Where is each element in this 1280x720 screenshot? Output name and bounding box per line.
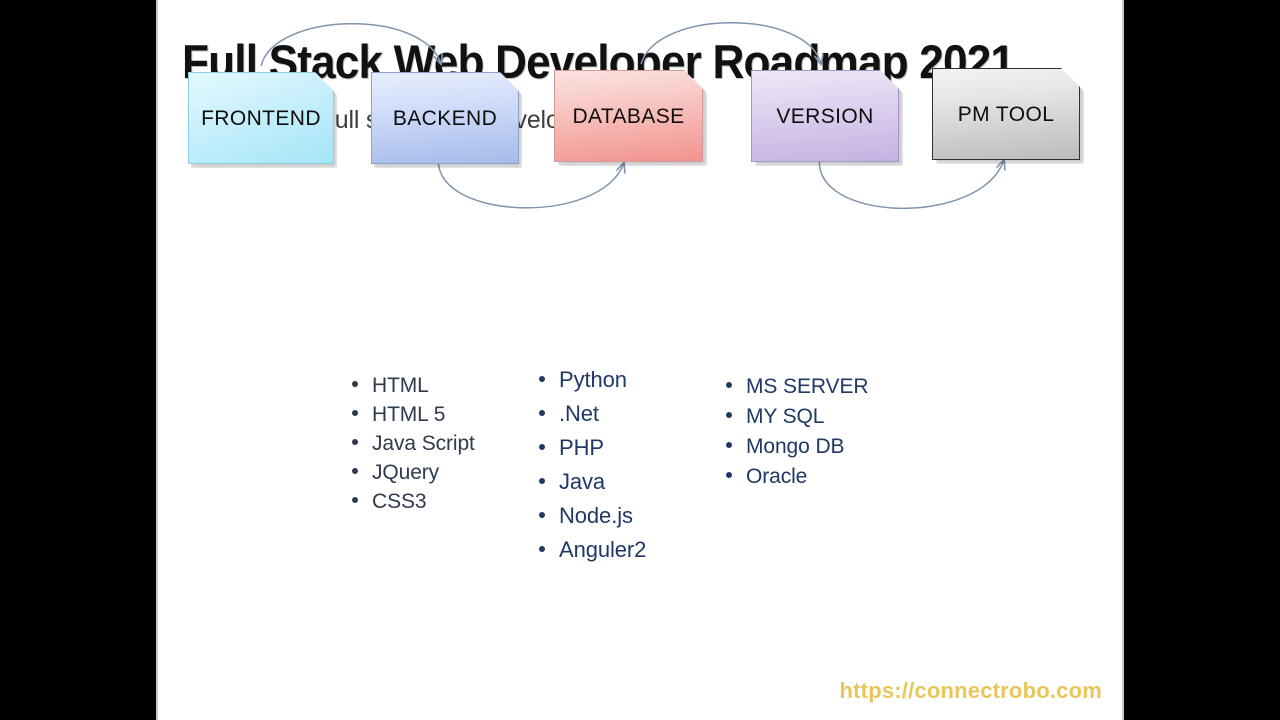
list-item: Java Script (352, 432, 475, 456)
list-item-label: HTML 5 (372, 403, 446, 426)
bullet-icon (352, 497, 358, 503)
list-item-label: Java Script (372, 432, 475, 455)
list-item: MS SERVER (726, 375, 869, 399)
flow-box-pmtool[interactable]: PM TOOL (932, 68, 1080, 160)
flow-box-label: VERSION (776, 105, 874, 128)
bullet-icon (539, 512, 545, 518)
list-item-label: Anguler2 (559, 537, 647, 562)
list-item-label: Mongo DB (746, 435, 845, 458)
list-item: Oracle (726, 465, 868, 489)
list-item-label: Java (559, 469, 606, 494)
list-item-label: JQuery (372, 461, 440, 484)
bullet-icon (539, 376, 545, 382)
list-item: Mongo DB (726, 435, 868, 459)
flow-box-label: DATABASE (572, 105, 685, 128)
list-item-label: HTML (372, 374, 429, 397)
bullet-icon (539, 546, 545, 552)
footer-url-link[interactable]: https://connectrobo.com (839, 678, 1102, 703)
bullet-icon (539, 444, 545, 450)
flow-box-backend[interactable]: BACKEND (371, 72, 519, 164)
list-item: JQuery (352, 461, 475, 485)
flow-box-version[interactable]: VERSION (751, 70, 899, 162)
list-item: Anguler2 (539, 537, 646, 563)
flow-box-frontend[interactable]: FRONTEND (188, 72, 334, 164)
bullet-icon (539, 478, 545, 484)
list-item-label: Oracle (746, 465, 808, 488)
list-database-skills: MS SERVER MY SQL Mongo DB Oracle (726, 375, 869, 495)
list-item: Java (539, 469, 646, 495)
bullet-icon (352, 381, 358, 387)
list-item-label: .Net (559, 401, 599, 426)
flow-box-database[interactable]: DATABASE (554, 70, 703, 162)
list-item: Python (539, 367, 646, 393)
list-item: PHP (539, 435, 646, 461)
list-backend-skills: Python .Net PHP Java Node.js Anguler2 (539, 367, 646, 571)
bullet-icon (352, 410, 358, 416)
flow-box-label: PM TOOL (957, 103, 1055, 126)
bullet-icon (726, 412, 732, 418)
list-item-label: Python (559, 367, 627, 392)
list-item-label: MS SERVER (746, 375, 869, 398)
list-item-label: MY SQL (746, 405, 825, 428)
list-item: CSS3 (352, 490, 475, 514)
list-frontend-skills: HTML HTML 5 Java Script JQuery CSS3 (352, 374, 475, 519)
bullet-icon (726, 442, 732, 448)
list-item: Node.js (539, 503, 646, 529)
list-item: HTML (352, 374, 475, 398)
list-item-label: PHP (559, 435, 604, 460)
bullet-icon (539, 410, 545, 416)
bullet-icon (352, 439, 358, 445)
list-item: .Net (539, 401, 646, 427)
flow-box-label: BACKEND (392, 107, 498, 130)
slide-left-border (156, 0, 158, 720)
flow-box-label: FRONTEND (201, 107, 321, 130)
bullet-icon (726, 382, 732, 388)
slide-canvas: Full Stack Web Developer Roadmap 2021 Wh… (158, 0, 1122, 720)
list-item-label: Node.js (559, 503, 633, 528)
list-item-label: CSS3 (372, 490, 427, 513)
list-item: MY SQL (726, 405, 868, 429)
bullet-icon (726, 472, 732, 478)
list-item: HTML 5 (352, 403, 475, 427)
bullet-icon (352, 468, 358, 474)
slide-right-border (1122, 0, 1124, 720)
